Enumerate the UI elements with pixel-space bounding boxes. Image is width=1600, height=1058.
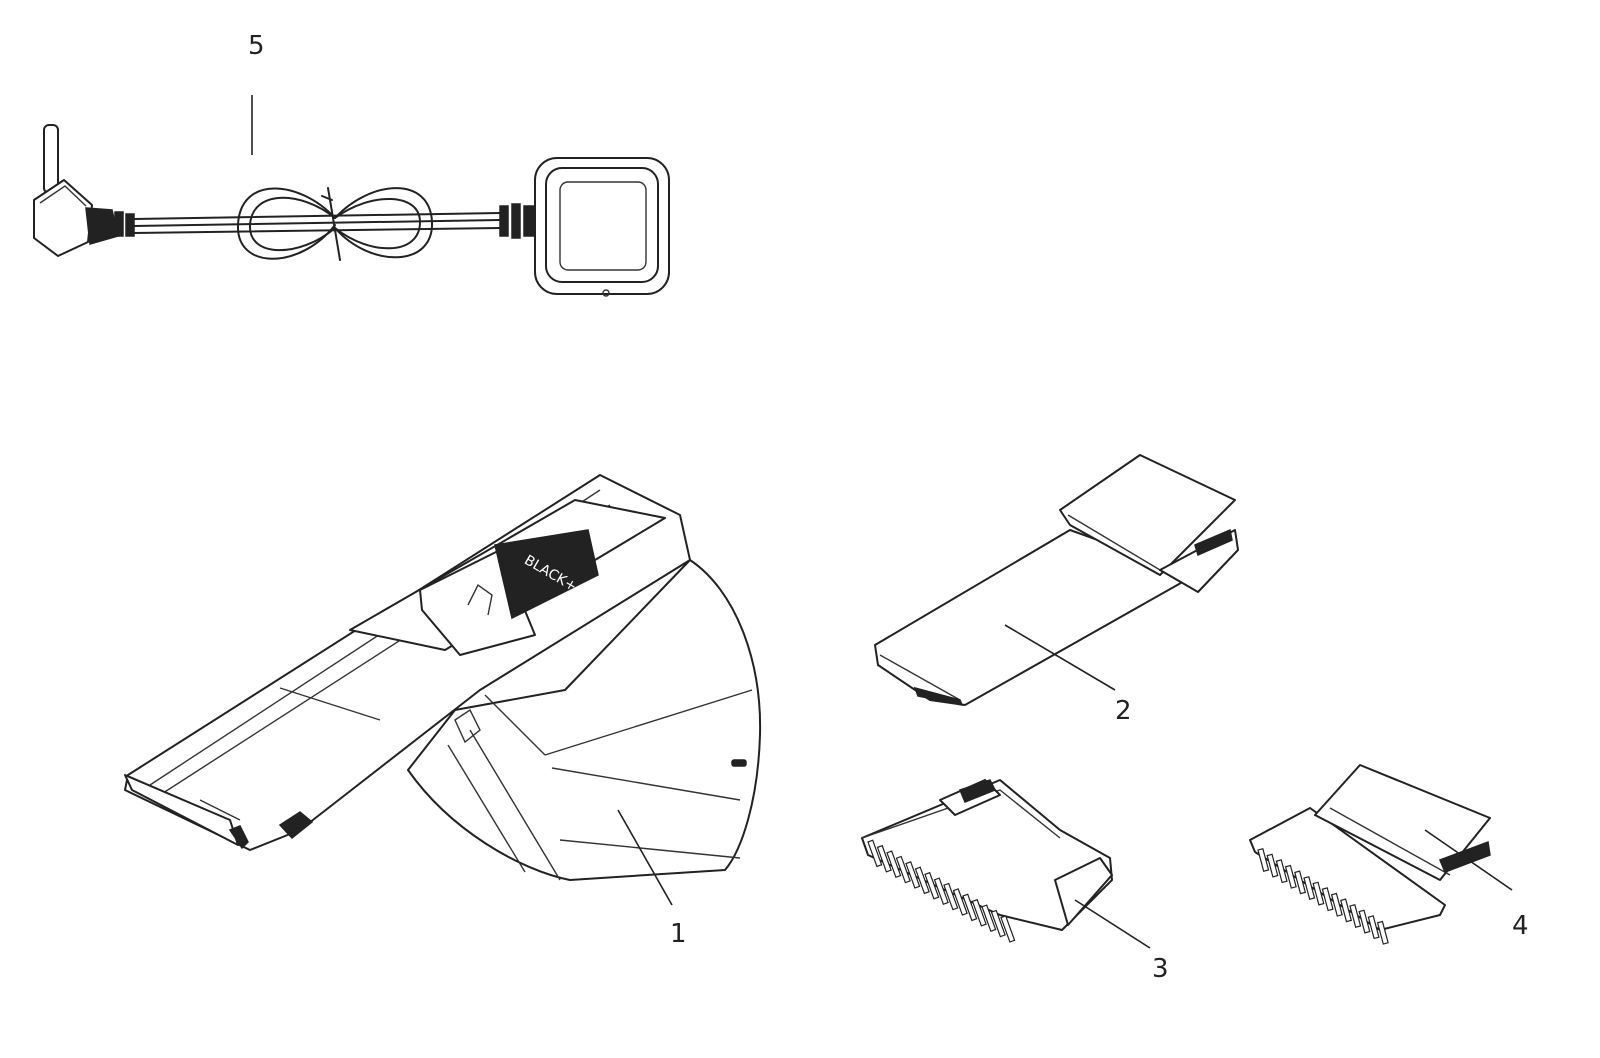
bristle <box>1367 915 1380 940</box>
leader-3 <box>1074 899 1151 949</box>
bristle <box>905 861 921 889</box>
bristle <box>895 855 911 884</box>
bristle <box>1266 853 1279 878</box>
bristle <box>1376 920 1389 945</box>
bristle <box>1330 892 1343 917</box>
brush-tool-part <box>861 779 1113 943</box>
leader-4 <box>1424 829 1513 891</box>
bristle <box>1340 898 1353 923</box>
bristle <box>933 877 949 906</box>
vacuum-body-part: BLACK+ <box>124 474 762 881</box>
leader-1 <box>617 809 673 906</box>
bristle <box>1000 915 1016 943</box>
bristle <box>943 882 959 911</box>
bristle <box>1349 903 1362 928</box>
bristle <box>962 893 978 922</box>
charger-cord-part <box>33 124 670 297</box>
callout-5: 5 <box>248 31 265 61</box>
bristle <box>990 909 1006 938</box>
bristle <box>1303 875 1316 900</box>
bristle <box>886 850 902 879</box>
bristle <box>952 888 968 916</box>
callout-4: 4 <box>1512 911 1529 941</box>
bristle <box>914 866 930 895</box>
bristle <box>981 904 997 933</box>
leader-2 <box>1004 624 1116 691</box>
wall-adapter <box>534 157 670 297</box>
dusting-bristles <box>1257 847 1389 945</box>
callout-2: 2 <box>1115 696 1132 726</box>
bristle <box>1275 859 1288 884</box>
bristle <box>876 844 892 873</box>
callout-3: 3 <box>1152 954 1169 984</box>
brush-bristles <box>867 839 1016 943</box>
bristle <box>1294 870 1307 895</box>
bristle <box>867 839 883 868</box>
barrel-plug <box>33 124 135 257</box>
bristle <box>1284 864 1297 889</box>
bristle <box>971 898 987 927</box>
crevice-tool-part <box>874 454 1239 707</box>
bristle <box>1257 847 1270 872</box>
callout-1: 1 <box>670 919 687 949</box>
cord <box>133 187 535 261</box>
dusting-tool-part <box>1249 764 1491 945</box>
leader-lines <box>251 95 1513 949</box>
bristle <box>1312 881 1325 906</box>
bristle <box>1358 909 1371 934</box>
callout-labels: 1 2 3 4 5 <box>248 31 1529 984</box>
bristle <box>924 871 940 900</box>
bristle <box>1321 887 1334 912</box>
